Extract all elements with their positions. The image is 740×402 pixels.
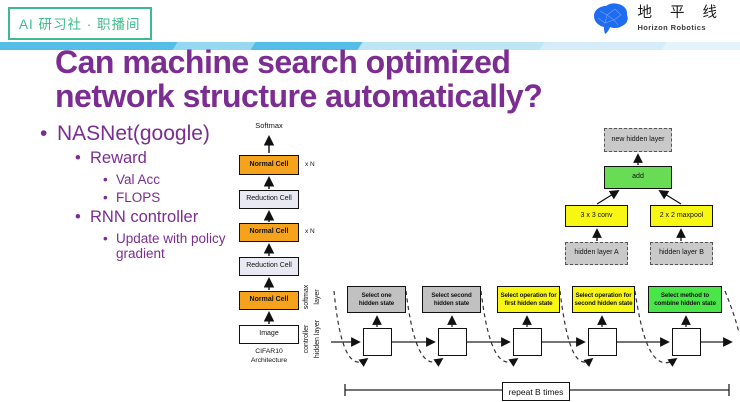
new-hidden-layer-box: new hidden layer xyxy=(604,128,672,152)
select-step-1: Select one hidden state xyxy=(347,286,406,313)
repeat-b-times-label: repeat B times xyxy=(502,382,570,401)
bullet-rnn-controller: RNN controller Update with policy gradie… xyxy=(75,208,245,261)
normal-cell-2: Normal Cell xyxy=(239,223,299,242)
reduction-cell-2: Reduction Cell xyxy=(239,257,299,276)
reduction-cell-1: Reduction Cell xyxy=(239,190,299,209)
bullet-flops: FLOPS xyxy=(103,190,245,205)
bullet-update-label: Update with policy gradient xyxy=(116,230,226,262)
bullet-val-acc: Val Acc xyxy=(103,172,245,187)
bullet-flops-label: FLOPS xyxy=(116,190,161,206)
controller-hidden-layer-label: controller hidden layer xyxy=(303,319,321,359)
title-line-1: Can machine search optimized xyxy=(55,44,511,80)
bullet-nasnet: NASNet(google) Reward Val Acc FLOPS RNN … xyxy=(40,122,245,261)
normal-cell-1: Normal Cell xyxy=(239,155,299,175)
bullet-rnn-controller-label: RNN controller xyxy=(90,208,199,227)
rnn-cell-5 xyxy=(672,328,701,356)
title-line-2: network structure automatically? xyxy=(55,77,543,114)
bullet-list: NASNet(google) Reward Val Acc FLOPS RNN … xyxy=(40,122,245,264)
logo-en-text: Horizon Robotics xyxy=(637,23,706,33)
rnn-cell-3 xyxy=(513,328,542,356)
bullet-reward-label: Reward xyxy=(90,149,147,168)
bullet-nasnet-label: NASNet(google) xyxy=(57,122,210,145)
select-step-3: Select operation for first hidden state xyxy=(497,286,560,313)
brain-icon xyxy=(594,3,629,34)
hidden-layer-b-box: hidden layer B xyxy=(650,242,713,265)
rnn-cell-1 xyxy=(363,328,392,356)
bullet-val-acc-label: Val Acc xyxy=(116,171,161,187)
repeat-n-label-1: x N xyxy=(305,161,315,168)
softmax-label: Softmax xyxy=(255,121,283,130)
logo-text: 地 平 线 Horizon Robotics xyxy=(637,4,724,33)
normal-cell-3: Normal Cell xyxy=(239,291,299,310)
rnn-cell-4 xyxy=(588,328,617,356)
event-badge: AI 研习社 · 职播间 xyxy=(8,7,152,40)
cifar-caption: CIFAR10 Architecture xyxy=(250,348,288,365)
add-box: add xyxy=(604,166,672,189)
horizon-logo: 地 平 线 Horizon Robotics xyxy=(590,3,724,35)
bullet-update: Update with policy gradient xyxy=(103,231,245,261)
rnn-cell-2 xyxy=(438,328,467,356)
image-cell: Image xyxy=(239,325,299,344)
bullet-reward: Reward Val Acc FLOPS xyxy=(75,149,245,205)
maxpool-box: 2 x 2 maxpool xyxy=(650,205,713,227)
select-step-2: Select second hidden state xyxy=(422,286,481,313)
logo-cn-text: 地 平 线 xyxy=(637,4,724,21)
page-title: Can machine search optimized network str… xyxy=(55,44,543,114)
conv-box: 3 x 3 conv xyxy=(565,205,628,227)
select-step-5: Select method to combine hidden state xyxy=(648,286,722,313)
select-step-4: Select operation for second hidden state xyxy=(572,286,635,313)
repeat-n-label-2: x N xyxy=(305,228,315,235)
hidden-layer-a-box: hidden layer A xyxy=(565,242,628,265)
